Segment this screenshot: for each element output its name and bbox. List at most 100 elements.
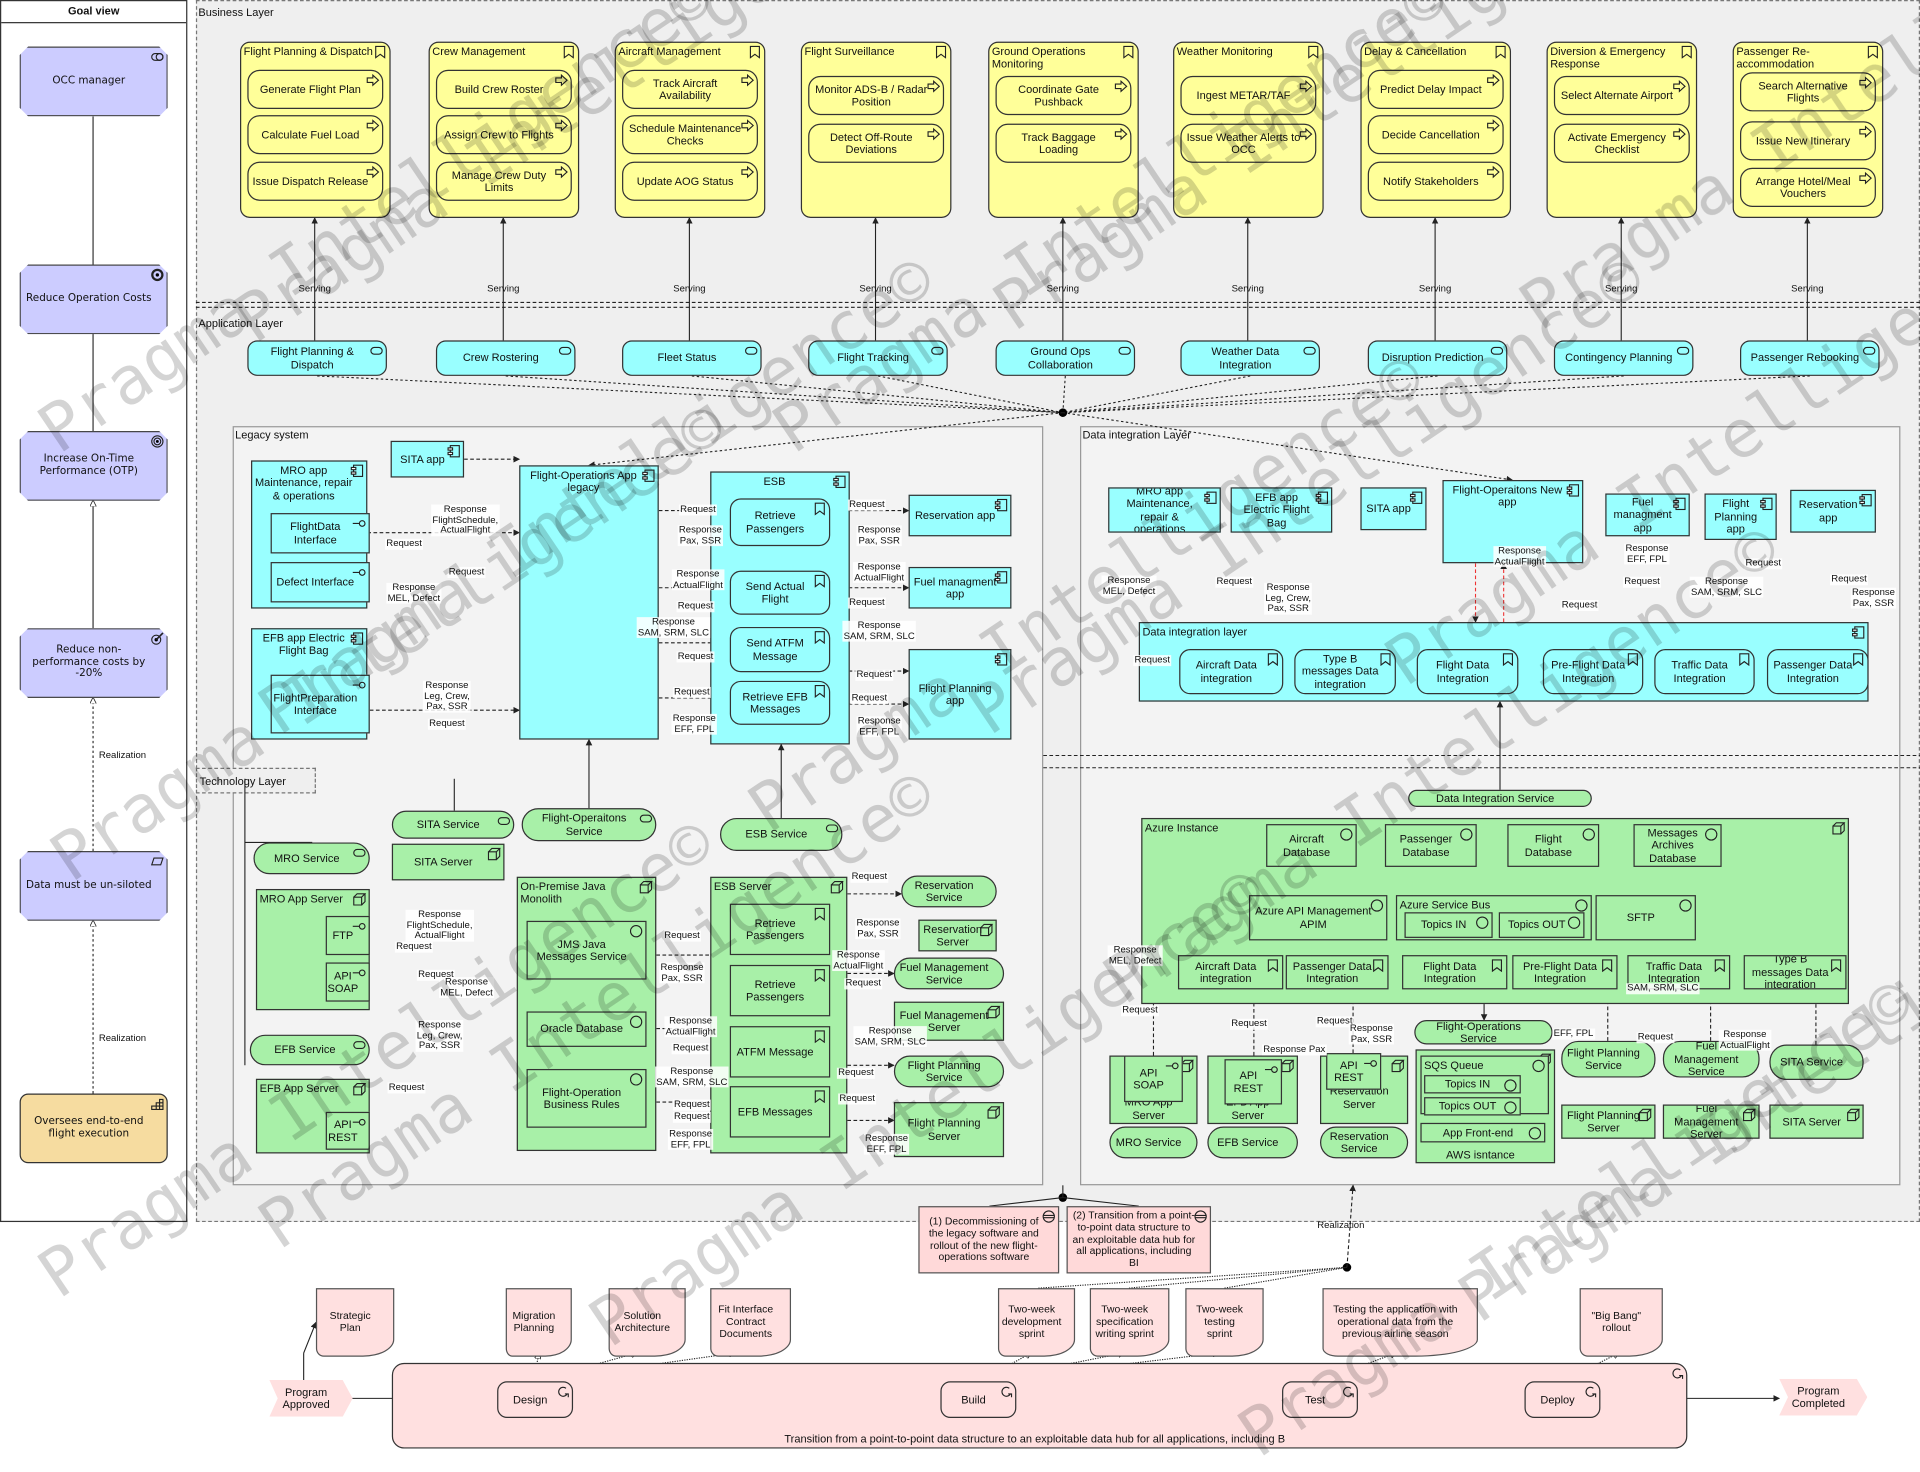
application-service-flight-tracking[interactable]: Flight Tracking <box>808 340 948 376</box>
application-service-weather-data-integration[interactable]: Weather Data Integration <box>1180 340 1321 376</box>
new-tech-reservation-service[interactable]: Reservation Service <box>1320 1126 1409 1159</box>
plateau-note-1-decommissioning-of-the-legacy-software-and-rollout-of-the-new-flight-operations-software[interactable]: (1) Decommissioning of the legacy softwa… <box>918 1206 1060 1274</box>
work-package-deploy[interactable]: Deploy <box>1524 1381 1601 1418</box>
business-process-calculate-fuel-load[interactable]: Calculate Fuel Load <box>247 115 384 155</box>
legacy-app-flight-planning-app[interactable]: Flight Planning app <box>908 648 1012 740</box>
business-process-issue-dispatch-release[interactable]: Issue Dispatch Release <box>247 161 384 201</box>
new-tech-api-rest[interactable]: API REST <box>1224 1059 1283 1105</box>
new-tech-passenger-database[interactable]: Passenger Database <box>1384 824 1477 867</box>
motivation-reduce-non-performance-costs-by-20[interactable]: Reduce non-performance costs by -20% <box>20 628 168 698</box>
new-tech-pre-flight-data-integration[interactable]: Pre-Flight Data Integration <box>1512 955 1618 990</box>
legacy-app-send-actual-flight[interactable]: Send Actual Flight <box>729 570 831 615</box>
business-process-detect-off-route-deviations[interactable]: Detect Off-Route Deviations <box>808 123 945 163</box>
business-process-decide-cancellation[interactable]: Decide Cancellation <box>1367 115 1504 155</box>
new-tech-sftp[interactable]: SFTP <box>1595 895 1696 941</box>
application-service-contingency-planning[interactable]: Contingency Planning <box>1553 340 1694 376</box>
business-process-assign-crew-to-flights[interactable]: Assign Crew to Flights <box>435 115 572 155</box>
new-tech-mro-service[interactable]: MRO Service <box>1109 1126 1198 1159</box>
legacy-app-retrieve-passengers[interactable]: Retrieve Passengers <box>729 498 831 547</box>
legacy-tech-flight-planning-server[interactable]: Flight Planning Server <box>893 1102 1005 1158</box>
deliverable-big-bang-rollout[interactable]: "Big Bang" rollout <box>1579 1288 1663 1357</box>
business-process-coordinate-gate-pushback[interactable]: Coordinate Gate Pushback <box>995 75 1132 116</box>
business-process-search-alternative-flights[interactable]: Search Alternative Flights <box>1740 72 1876 112</box>
new-tech-fuel-management-server[interactable]: Fuel Management Server <box>1662 1104 1760 1139</box>
business-process-generate-flight-plan[interactable]: Generate Flight Plan <box>247 69 384 109</box>
motivation-occ-manager[interactable]: OCC manager <box>20 47 168 117</box>
legacy-tech-esb-service[interactable]: ESB Service <box>720 817 843 852</box>
application-service-crew-rostering[interactable]: Crew Rostering <box>435 340 576 376</box>
implementation-event-program-approved[interactable]: Program Approved <box>269 1380 353 1417</box>
plateau-note-2-transition-from-a-point-to-point-data-structure-to-an-exploitable-data-hub-for-all-applications-including-bi[interactable]: (2) Transition from a point-to-point dat… <box>1066 1206 1212 1274</box>
legacy-tech-fuel-management-service[interactable]: Fuel Management Service <box>893 957 1005 990</box>
new-app-pre-flight-data-integration[interactable]: Pre-Flight Data Integration <box>1542 648 1644 695</box>
deliverable-two-week-testing-sprint[interactable]: Two-week testing sprint <box>1185 1288 1264 1357</box>
application-service-disruption-prediction[interactable]: Disruption Prediction <box>1367 340 1508 376</box>
legacy-tech-reservation-service[interactable]: Reservation Service <box>901 875 997 908</box>
capability-oversees-end-to-end-flight-execution[interactable]: Oversees end-to-end flight execution <box>19 1093 168 1164</box>
new-app-aircraft-data-integration[interactable]: Aircraft Data integration <box>1179 648 1284 695</box>
deliverable-migration-planning[interactable]: Migration Planning <box>505 1288 572 1357</box>
deliverable-two-week-specification-writing-sprint[interactable]: Two-week specification writing sprint <box>1089 1288 1170 1357</box>
legacy-tech-api-rest[interactable]: API REST <box>325 1111 370 1150</box>
legacy-app-flightdata-interface[interactable]: FlightData Interface <box>270 513 370 554</box>
legacy-tech-retrieve-passengers[interactable]: Retrieve Passengers <box>729 964 831 1017</box>
business-process-select-alternate-airport[interactable]: Select Alternate Airport <box>1553 75 1690 116</box>
new-app-flight-planning-app[interactable]: Flight Planning app <box>1704 493 1777 541</box>
new-app-flight-data-integration[interactable]: Flight Data Integration <box>1416 648 1519 695</box>
business-process-arrange-hotel-meal-vouchers[interactable]: Arrange Hotel/Meal Vouchers <box>1740 167 1876 207</box>
legacy-tech-oracle-database[interactable]: Oracle Database <box>526 1011 647 1047</box>
new-tech-flight-data-integration[interactable]: Flight Data Integration <box>1402 955 1508 990</box>
new-tech-flight-planning-server[interactable]: Flight Planning Server <box>1561 1104 1656 1139</box>
new-tech-api-rest[interactable]: API REST <box>1326 1053 1382 1090</box>
motivation-reduce-operation-costs[interactable]: Reduce Operation Costs <box>20 264 168 334</box>
business-process-update-aog-status[interactable]: Update AOG Status <box>622 161 758 201</box>
work-package-test[interactable]: Test <box>1282 1381 1358 1418</box>
legacy-tech-flight-operation-business-rules[interactable]: Flight-Operation Business Rules <box>526 1068 647 1128</box>
legacy-tech-jms-java-messages-service[interactable]: JMS Java Messages Service <box>526 920 647 980</box>
business-process-notify-stakeholders[interactable]: Notify Stakeholders <box>1367 161 1504 201</box>
legacy-app-flight-operations-app-legacy[interactable]: Flight-Operations App legacy <box>519 465 659 740</box>
new-tech-topics-in[interactable]: Topics IN <box>1404 912 1493 938</box>
deliverable-two-week-development-sprint[interactable]: Two-week development sprint <box>997 1288 1076 1357</box>
new-app-mro-app-maintenance-repair-operations[interactable]: MRO app Maintenance, repair & operations <box>1108 487 1221 533</box>
relationship-line[interactable] <box>303 1321 317 1354</box>
new-tech-topics-out[interactable]: Topics OUT <box>1424 1097 1521 1116</box>
new-app-type-b-messages-data-integration[interactable]: Type B messages Data integration <box>1294 648 1396 695</box>
legacy-tech-sita-server[interactable]: SITA Server <box>391 843 505 881</box>
new-app-efb-app-electric-flight-bag[interactable]: EFB app Electric Flight Bag <box>1230 487 1333 533</box>
legacy-app-send-atfm-message[interactable]: Send ATFM Message <box>729 626 831 673</box>
relationship-line[interactable] <box>1224 1266 1348 1289</box>
business-process-track-baggage-loading[interactable]: Track Baggage Loading <box>995 123 1132 163</box>
application-service-ground-ops-collaboration[interactable]: Ground Ops Collaboration <box>995 340 1136 376</box>
business-process-predict-delay-impact[interactable]: Predict Delay Impact <box>1367 69 1504 109</box>
implementation-event-program-completed[interactable]: Program Completed <box>1779 1378 1868 1416</box>
new-tech-aircraft-database[interactable]: Aircraft Database <box>1266 824 1357 867</box>
new-tech-passenger-data-integration[interactable]: Passenger Data Integration <box>1285 955 1389 990</box>
work-package-build[interactable]: Build <box>940 1381 1017 1418</box>
legacy-tech-reservation-server[interactable]: Reservation Server <box>918 919 997 952</box>
legacy-tech-retrieve-passengers[interactable]: Retrieve Passengers <box>729 903 831 956</box>
new-tech-flight-database[interactable]: Flight Database <box>1507 824 1600 867</box>
legacy-tech-efb-messages[interactable]: EFB Messages <box>729 1086 831 1138</box>
application-service-passenger-rebooking[interactable]: Passenger Rebooking <box>1740 340 1880 376</box>
work-package-transition-from-a-point-to-point-data-structure-to-an-exploitable-data-hub-for-all-applications-including-b[interactable]: Transition from a point-to-point data st… <box>391 1362 1688 1449</box>
business-process-track-aircraft-availability[interactable]: Track Aircraft Availability <box>622 69 758 109</box>
new-tech-topics-out[interactable]: Topics OUT <box>1498 912 1585 938</box>
legacy-tech-mro-service[interactable]: MRO Service <box>253 842 370 875</box>
motivation-data-must-be-un-siloted[interactable]: Data must be un-siloted <box>20 851 168 921</box>
new-app-passenger-data-integration[interactable]: Passenger Data Integration <box>1766 648 1869 695</box>
new-app-fuel-managment-app[interactable]: Fuel managment app <box>1605 493 1690 537</box>
deliverable-solution-architecture[interactable]: Solution Architecture <box>608 1288 686 1357</box>
new-tech-flight-planning-service[interactable]: Flight Planning Service <box>1561 1040 1656 1078</box>
business-process-issue-weather-alerts-to-occ[interactable]: Issue Weather Alerts to OCC <box>1180 123 1317 163</box>
new-tech-sita-service[interactable]: SITA Service <box>1769 1044 1864 1081</box>
new-tech-data-integration-service[interactable]: Data Integration Service <box>1408 789 1592 807</box>
new-tech-api-soap[interactable]: API SOAP <box>1124 1055 1183 1103</box>
application-service-fleet-status[interactable]: Fleet Status <box>622 340 762 376</box>
legacy-tech-flight-operaitons-service[interactable]: Flight-Operaitons Service <box>521 808 657 842</box>
new-app-sita-app[interactable]: SITA app <box>1360 487 1427 531</box>
new-tech-fuel-management-service[interactable]: Fuel Management Service <box>1662 1040 1760 1078</box>
business-process-activate-emergency-checklist[interactable]: Activate Emergency Checklist <box>1553 123 1690 163</box>
legacy-tech-flight-planning-service[interactable]: Flight Planning Service <box>893 1055 1005 1088</box>
legacy-tech-api-soap[interactable]: API SOAP <box>325 962 370 1002</box>
